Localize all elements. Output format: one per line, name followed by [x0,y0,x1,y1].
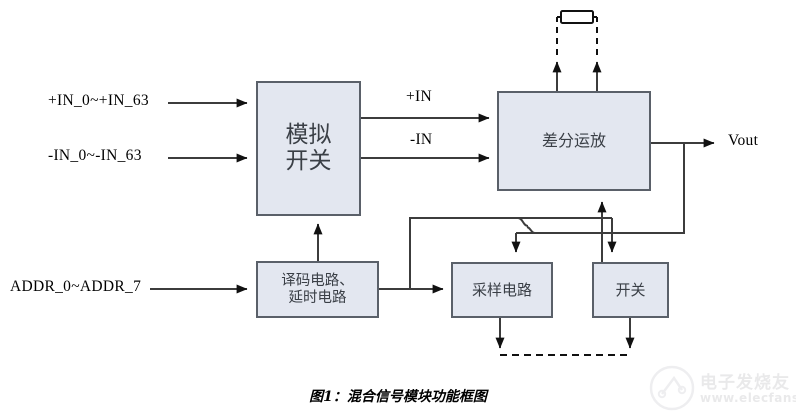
resistor-icon [560,10,594,24]
block-diff-amp [497,91,651,191]
figure-caption: 图1：混合信号模块功能框图 [309,389,487,405]
block-switch [592,262,669,318]
signal-label-in-pos: +IN_0~+IN_63 [48,92,149,109]
wire-vout-feedback [516,143,685,234]
watermark: 电子发烧友 www.elecfans.com [648,364,796,414]
watermark-brand: 电子发烧友 [700,373,790,393]
block-sample-circuit [451,262,553,318]
watermark-logo-icon [649,365,695,411]
signal-label-amp-in-neg: -IN [410,131,433,148]
signal-label-amp-in-pos: +IN [406,88,432,105]
signal-label-in-neg: -IN_0~-IN_63 [48,147,142,164]
signal-label-addr: ADDR_0~ADDR_7 [10,278,142,295]
wire-hop-lower [526,226,536,234]
wire-hop-upper [517,217,529,227]
signal-label-vout: Vout [728,132,759,149]
wire-decoder-bus-upper [409,217,612,289]
block-analog-switch [256,81,361,216]
watermark-url: www.elecfans.com [700,391,796,405]
block-decoder-delay [256,261,379,318]
